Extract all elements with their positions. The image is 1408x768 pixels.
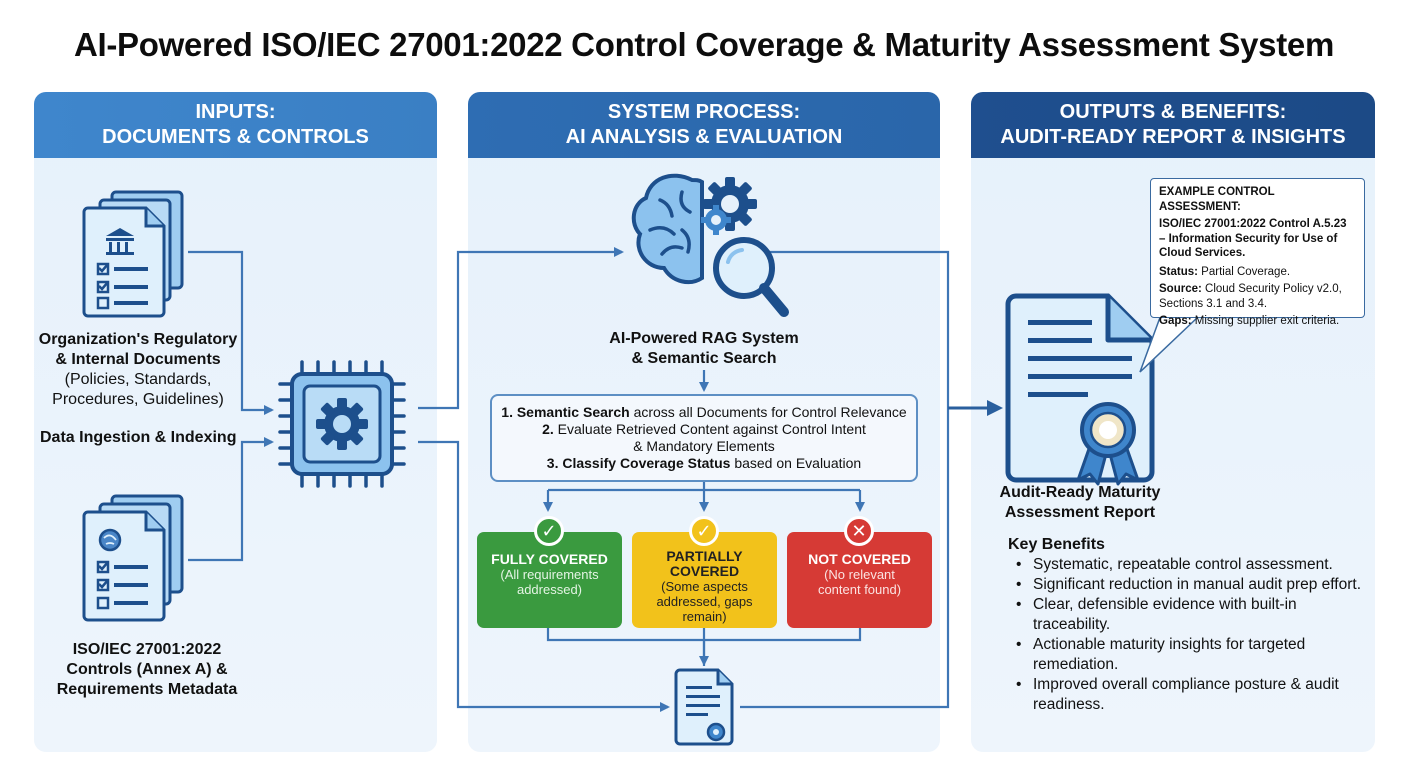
inputs-header-line2: DOCUMENTS & CONTROLS	[102, 126, 369, 148]
step-2-line2: & Mandatory Elements	[633, 438, 775, 454]
callout-source-label: Source:	[1159, 283, 1202, 295]
iso-line1: ISO/IEC 27001:2022	[72, 641, 222, 658]
callout-title: EXAMPLE CONTROL ASSESSMENT:	[1159, 186, 1275, 213]
step-2-bold: 2.	[542, 421, 554, 437]
outputs-header-line2: AUDIT-READY REPORT & INSIGHTS	[1000, 126, 1346, 148]
list-item: Clear, defensible evidence with built-in…	[1008, 595, 1368, 635]
partially-covered-desc-line2: addressed, gaps	[656, 594, 753, 609]
list-item: Improved overall compliance posture & au…	[1008, 675, 1368, 715]
report-line1: Audit-Ready Maturity	[999, 484, 1161, 501]
not-covered-desc-line1: (No relevant	[824, 567, 895, 582]
step-3-rest: based on Evaluation	[730, 455, 862, 471]
check-icon: ✓	[534, 516, 564, 546]
benefits-list: Systematic, repeatable control assessmen…	[1008, 555, 1368, 715]
audit-report-label: Audit-Ready Maturity Assessment Report	[975, 483, 1185, 523]
status-partially-covered: PARTIALLY COVERED (Some aspects addresse…	[632, 532, 777, 628]
report-line2: Assessment Report	[1004, 504, 1156, 521]
step-3-bold: 3. Classify Coverage Status	[546, 455, 731, 471]
partially-covered-title-line2: COVERED	[669, 563, 740, 579]
x-icon: ✕	[844, 516, 874, 546]
process-panel-header: SYSTEM PROCESS: AI ANALYSIS & EVALUATION	[468, 92, 940, 158]
list-item: Significant reduction in manual audit pr…	[1008, 575, 1368, 595]
step-1: 1. Semantic Search across all Documents …	[492, 404, 916, 421]
key-benefits-title: Key Benefits	[1008, 536, 1105, 553]
ingestion-label: Data Ingestion & Indexing	[40, 429, 237, 446]
step-1-bold: 1. Semantic Search	[501, 404, 630, 420]
process-header-line2: AI ANALYSIS & EVALUATION	[565, 126, 843, 148]
org-docs-line1: Organization's Regulatory	[38, 331, 238, 348]
callout-gaps-value: Missing supplier exit criteria.	[1191, 315, 1340, 327]
status-not-covered: NOT COVERED (No relevant content found)	[787, 532, 932, 628]
org-docs-line2: & Internal Documents	[55, 351, 221, 368]
status-fully-covered: FULLY COVERED (All requirements addresse…	[477, 532, 622, 628]
callout-source: Source: Cloud Security Policy v2.0, Sect…	[1159, 282, 1356, 311]
callout-status-value: Partial Coverage.	[1197, 265, 1291, 278]
step-2: 2. Evaluate Retrieved Content against Co…	[492, 421, 916, 438]
rag-line2: & Semantic Search	[631, 350, 777, 367]
callout-gaps: Gaps: Missing supplier exit criteria.	[1159, 314, 1356, 329]
callout-gaps-label: Gaps:	[1159, 315, 1192, 327]
key-benefits: Key Benefits Systematic, repeatable cont…	[1008, 535, 1368, 715]
example-assessment-callout: EXAMPLE CONTROL ASSESSMENT: ISO/IEC 2700…	[1150, 178, 1365, 327]
org-docs-line4: Procedures, Guidelines)	[52, 391, 224, 408]
process-steps-box: 1. Semantic Search across all Documents …	[490, 394, 918, 482]
iso-line3: Requirements Metadata	[56, 681, 238, 698]
fully-covered-title: FULLY COVERED	[491, 551, 608, 567]
callout-control: ISO/IEC 27001:2022 Control A.5.23 – Info…	[1159, 218, 1347, 259]
step-2-rest: Evaluate Retrieved Content against Contr…	[553, 421, 866, 437]
list-item: Systematic, repeatable control assessmen…	[1008, 555, 1368, 575]
org-documents-label: Organization's Regulatory & Internal Doc…	[34, 330, 242, 410]
callout-source-value: Cloud Security Policy v2.0, Sections 3.1…	[1159, 283, 1342, 310]
fully-covered-desc-line2: addressed)	[516, 582, 583, 597]
rag-system-label: AI-Powered RAG System & Semantic Search	[560, 329, 848, 369]
partially-covered-desc-line1: (Some aspects	[661, 579, 748, 594]
step-3: 3. Classify Coverage Status based on Eva…	[492, 455, 916, 472]
list-item: Actionable maturity insights for targete…	[1008, 635, 1368, 675]
outputs-header-line1: OUTPUTS & BENEFITS:	[1059, 101, 1287, 123]
not-covered-desc-line2: content found)	[817, 582, 902, 597]
org-docs-line3: (Policies, Standards,	[64, 371, 212, 388]
inputs-panel-header: INPUTS: DOCUMENTS & CONTROLS	[34, 92, 437, 158]
fully-covered-desc-line1: (All requirements	[500, 567, 599, 582]
check-icon: ✓	[689, 516, 719, 546]
not-covered-title: NOT COVERED	[808, 551, 911, 567]
inputs-header-line1: INPUTS:	[195, 101, 276, 123]
partially-covered-desc-line3: remain)	[682, 609, 727, 624]
iso-controls-label: ISO/IEC 27001:2022 Controls (Annex A) & …	[34, 640, 260, 700]
step-1-rest: across all Documents for Control Relevan…	[629, 404, 907, 420]
callout-status: Status: Partial Coverage.	[1159, 265, 1356, 280]
outputs-panel-header: OUTPUTS & BENEFITS: AUDIT-READY REPORT &…	[971, 92, 1375, 158]
page-title: AI-Powered ISO/IEC 27001:2022 Control Co…	[73, 26, 1335, 63]
callout-status-label: Status:	[1159, 265, 1198, 278]
iso-line2: Controls (Annex A) &	[66, 661, 228, 678]
partially-covered-title-line1: PARTIALLY	[666, 548, 743, 564]
process-header-line1: SYSTEM PROCESS:	[607, 101, 801, 123]
rag-line1: AI-Powered RAG System	[609, 330, 799, 347]
